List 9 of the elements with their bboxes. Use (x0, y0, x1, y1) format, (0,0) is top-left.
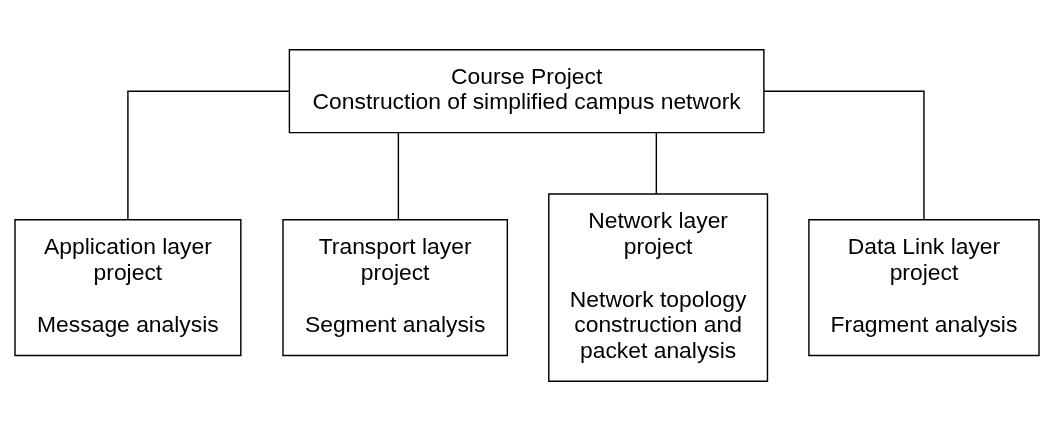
connector (127, 90, 290, 221)
connector (763, 90, 925, 221)
node-box: Transport layer project Segment analysis (282, 219, 509, 357)
node-box: Data Link layer project Fragment analysis (808, 219, 1040, 357)
node-box: Application layer project Message analysis (14, 219, 242, 357)
node-box: Network layer project Network topology construction and packet analysis (548, 193, 769, 382)
node-box: Course Project Construction of simplified campus network (288, 49, 765, 134)
connector (397, 132, 400, 221)
connector (655, 132, 658, 195)
